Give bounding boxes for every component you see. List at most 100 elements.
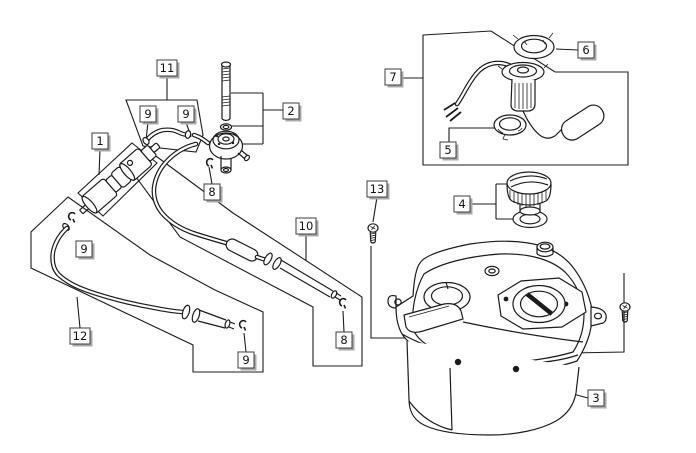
vent-hose-core <box>51 226 184 314</box>
fuel-hose-tip-stub <box>334 292 342 301</box>
bolt-assembly <box>219 61 233 131</box>
callout-9-left-label: 9 <box>80 242 87 256</box>
group-outline-7 <box>422 30 629 166</box>
cable-union-2 <box>191 308 201 323</box>
callout-2: 2 <box>282 102 302 122</box>
callout-7: 7 <box>384 68 404 88</box>
fuel-hose-sleeve <box>225 238 259 262</box>
cap-top <box>506 171 552 195</box>
cap-neck-end <box>519 206 541 216</box>
filter-body-detail <box>126 159 134 166</box>
callout-6-label: 6 <box>582 43 589 57</box>
callout-9-mid: 9 <box>237 351 257 371</box>
sender-wire-core <box>455 61 513 106</box>
clip-petcock-outlet <box>205 157 214 169</box>
fuel-hose-union-2 <box>272 257 282 270</box>
callout-12: 12 <box>69 327 93 347</box>
tank-right-ear-hole <box>593 312 603 320</box>
callout-9-left: 9 <box>75 240 95 260</box>
hose-clamp-right <box>184 130 192 139</box>
callout-3: 3 <box>587 389 607 409</box>
tank-mount-hole-right <box>512 365 520 373</box>
callout-12-label: 12 <box>73 329 88 343</box>
sender-flange-hub <box>516 66 530 74</box>
filler-neck-inner <box>519 290 559 318</box>
callout-8-bottom-label: 8 <box>340 333 347 347</box>
filter-outlet-nipple <box>150 142 161 153</box>
hoses <box>50 127 342 330</box>
callout-11: 11 <box>156 59 180 79</box>
petcock-screw-2 <box>232 132 236 136</box>
wire-connector-pins <box>443 102 462 122</box>
callout-9-b: 9 <box>177 105 197 125</box>
callout-5: 5 <box>439 141 459 161</box>
tank-mount-hole-left <box>454 358 462 366</box>
fuel-hose-taper <box>279 259 334 298</box>
group-outline-10 <box>132 147 363 367</box>
callout-1: 1 <box>91 132 111 152</box>
callout-5-label: 5 <box>444 143 451 157</box>
petcock-cover-inner <box>217 133 235 145</box>
sender-flange-inner <box>508 64 538 78</box>
callout-1-label: 1 <box>96 134 103 148</box>
clip-fuel-hose-end <box>338 297 347 309</box>
callout-11-label: 11 <box>160 61 175 75</box>
callout-6: 6 <box>577 41 597 61</box>
cap-knurl-ribs <box>509 190 547 207</box>
callout-3-label: 3 <box>592 391 599 405</box>
filler-slot <box>525 292 554 316</box>
gauge-tick <box>445 281 449 290</box>
petcock-screw-4 <box>231 141 235 145</box>
filler-screw-left <box>503 296 509 302</box>
tank-body-edge <box>408 400 453 431</box>
callout-9-a-label: 9 <box>144 107 151 121</box>
sender-assembly <box>443 32 605 141</box>
callouts: 1 2 3 4 5 6 7 8 <box>69 41 607 409</box>
tank-top-inner-contour <box>411 253 585 363</box>
sender-body-ribs <box>514 83 532 109</box>
callout-13-label: 13 <box>370 182 385 196</box>
washer <box>219 123 233 131</box>
petcock-outlet <box>220 156 232 170</box>
cap-lever-lines <box>509 175 549 188</box>
clip-vent-hose <box>67 211 76 223</box>
tank-left-ear-hole <box>394 298 402 306</box>
bolt-head <box>220 61 232 68</box>
petcock-inlet-elbow-core <box>192 133 210 145</box>
petcock-screw-1 <box>215 134 219 138</box>
tank-left-ear <box>387 294 397 309</box>
callout-2-label: 2 <box>287 104 294 118</box>
callout-10-label: 10 <box>299 219 314 233</box>
cable-union-1 <box>181 304 191 320</box>
callout-9-a: 9 <box>139 105 159 125</box>
sender-gasket-inner <box>498 117 522 131</box>
lock-ring-inner <box>520 38 548 54</box>
circlips <box>67 157 347 331</box>
tank-rubber-pad <box>403 303 464 333</box>
sender-flange-tabs <box>497 63 549 70</box>
tank-rubber-pad-line <box>408 305 450 318</box>
mounting-screw-right <box>619 302 631 323</box>
group-outline-11 <box>125 99 204 153</box>
bolt-threads <box>221 67 231 107</box>
callout-9-mid-label: 9 <box>242 353 249 367</box>
tank-small-hole-inner <box>488 268 496 274</box>
tank-crease-line <box>462 321 584 343</box>
callout-10: 10 <box>295 217 319 237</box>
connecting-hose-core <box>144 128 191 143</box>
mounting-screw-left <box>367 223 379 244</box>
callout-9-b-label: 9 <box>182 107 189 121</box>
fuel-hose-tip <box>330 290 338 299</box>
fuel-hose-arc-core <box>152 142 228 245</box>
group-outline-12 <box>30 196 264 373</box>
petcock-cover <box>212 130 240 150</box>
callout-8-top-label: 8 <box>208 185 215 199</box>
callout-8-top: 8 <box>203 183 223 203</box>
tank-body <box>406 340 580 436</box>
callout-13: 13 <box>366 180 390 200</box>
tank-right-ear <box>590 306 607 327</box>
fuel-tank <box>387 240 607 436</box>
cable-tip <box>224 319 231 329</box>
tank-body-seam <box>449 367 453 431</box>
